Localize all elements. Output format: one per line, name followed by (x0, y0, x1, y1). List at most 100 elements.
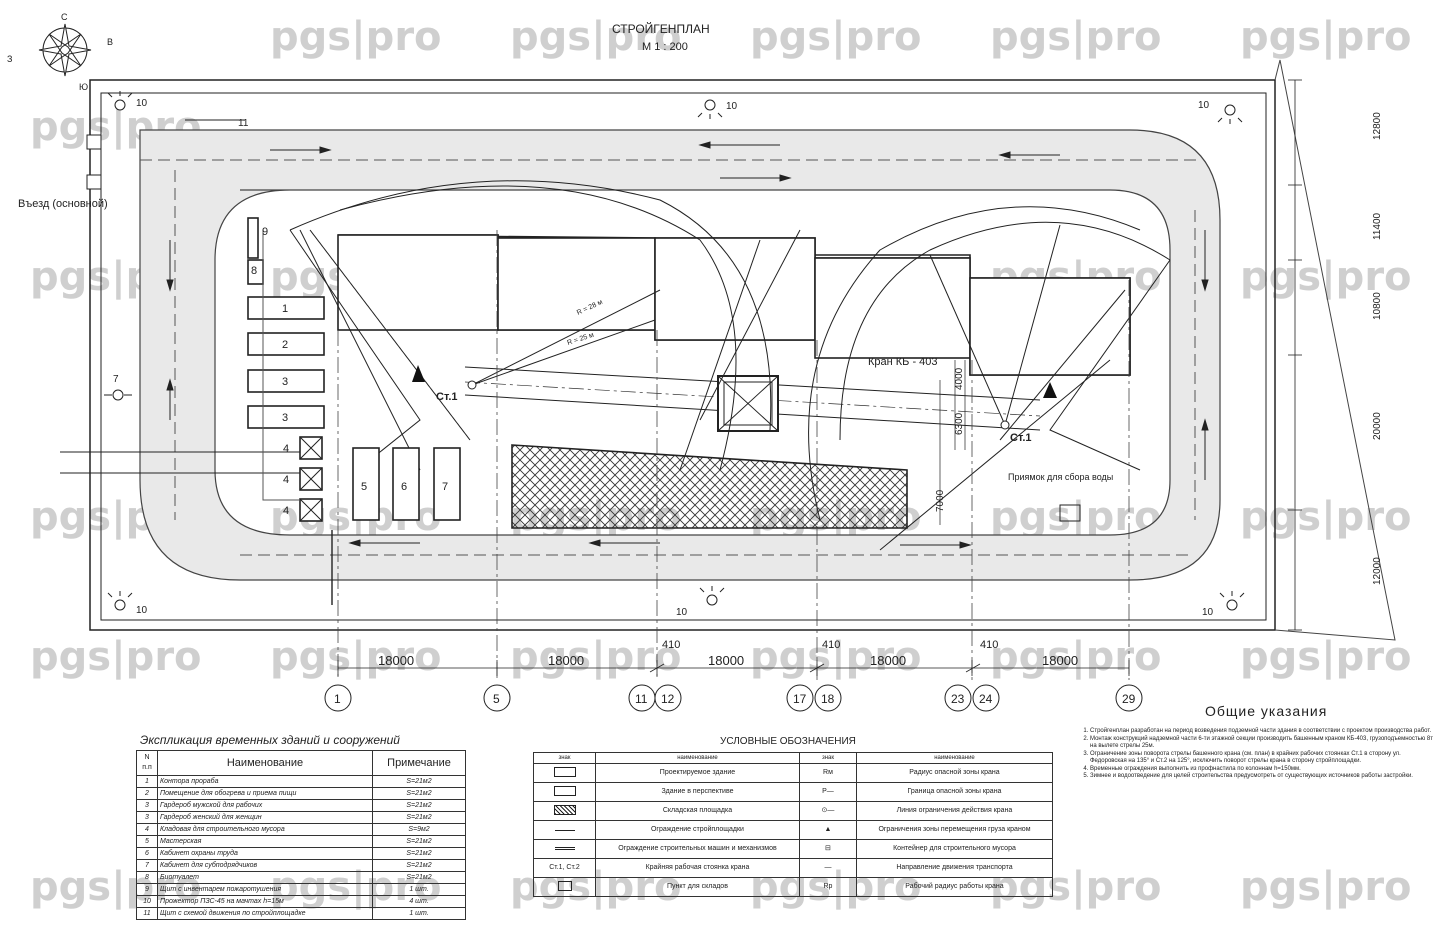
crane-station-1 (467, 380, 477, 390)
legend-cell: Крайняя рабочая стоянка крана (595, 858, 800, 878)
legend-symbol-icon (553, 766, 576, 777)
explication-cell: Биотуалет (157, 871, 373, 884)
legend-cell: Ограждение строительных машин и механизм… (595, 839, 800, 859)
explication-header-note: Примечание (372, 750, 466, 776)
temp-buildings (60, 217, 461, 522)
axis-bubble (1115, 684, 1143, 712)
traffic-arrows (166, 141, 1209, 549)
axis-label: 1 (334, 692, 341, 706)
crane-station-2 (1000, 420, 1010, 430)
explication-cell: 4 (136, 823, 158, 836)
watermark-text: pgs|pro (510, 634, 682, 681)
dimension-right: 20000 (1372, 412, 1383, 440)
axis-label: 11 (635, 692, 648, 706)
pit-label: Приямок для сбора воды (1008, 472, 1113, 482)
crane-radius-2: R = 25 м (566, 332, 595, 347)
legend-header-name: наименование (595, 752, 800, 764)
temp-building-1 (247, 296, 325, 320)
watermark-text: pgs|pro (750, 634, 922, 681)
dimension-line-right (1288, 79, 1302, 631)
legend-symbol-icon (554, 830, 575, 831)
explication-cell: 10 (136, 895, 158, 908)
legend-symbol: Ст.1, Ст.2 (533, 858, 596, 878)
explication-cell: Щит с схемой движения по стройплощадке (157, 907, 373, 920)
watermark-text: pgs|pro (270, 14, 442, 61)
explication-cell: 6 (136, 847, 158, 860)
legend-symbol-icon (553, 804, 576, 815)
legend-cell: Ограничения зоны перемещения груза крано… (855, 820, 1054, 840)
dimension-right: 10800 (1372, 292, 1383, 320)
axis-bubble (944, 684, 972, 712)
axis-label: 23 (951, 692, 965, 706)
legend-cell: Рабочий радиус работы крана (855, 877, 1054, 897)
crane-station-1-label: Ст.1 (436, 391, 458, 403)
watermark-text: pgs|pro (270, 634, 442, 681)
dimension-line-bottom (337, 660, 1130, 676)
temp-building-label: 3 (282, 376, 288, 388)
explication-title: Экспликация временных зданий и сооружени… (140, 733, 400, 747)
watermark-text: pgs|pro (990, 634, 1162, 681)
legend-symbol-icon (554, 847, 575, 850)
designed-building (337, 234, 1131, 376)
floodlight-icon (107, 591, 133, 611)
dimension-inner: 4000 (954, 367, 965, 390)
light-label-1: 10 (136, 98, 148, 109)
legend-header-sign: знак (533, 752, 596, 764)
compass-north: С (61, 12, 68, 22)
watermark-text: pgs|pro (990, 14, 1162, 61)
dimension-inner: 7000 (935, 489, 946, 512)
dimension-bottom: 18000 (378, 653, 414, 668)
explication-cell: S=21м2 (372, 847, 466, 860)
temp-building-label: 9 (262, 226, 268, 238)
explication-header-num: N п.п (136, 750, 158, 776)
floodlight-icon (697, 99, 723, 119)
explication-cell: 9 (136, 883, 158, 896)
legend-row: Складская площадка⊙—Линия ограничения де… (533, 801, 1054, 821)
note-item: Зимнее и водоотведение для целей строите… (1090, 773, 1435, 781)
boundary-extension (1274, 59, 1396, 641)
explication-cell: 7 (136, 859, 158, 872)
explication-cell: Помещение для обогрева и приема пищи (157, 787, 373, 800)
crane-label: Кран КБ - 403 (868, 356, 938, 368)
general-notes: Стройгенплан разработан на период возвед… (1080, 728, 1435, 781)
explication-cell: 3 (136, 811, 158, 824)
legend-header-name2: наименование (855, 752, 1054, 764)
watermark-text: pgs|pro (1240, 864, 1412, 911)
explication-cell: S=21м2 (372, 811, 466, 824)
watermark-text: pgs|pro (750, 14, 922, 61)
axis-bubble (324, 684, 352, 712)
legend-symbol (533, 763, 596, 783)
legend-cell: ⊟ (798, 839, 857, 859)
explication-cell: S=21м2 (372, 775, 466, 788)
temp-building-2 (247, 332, 325, 356)
explication-cell: 5 (136, 835, 158, 848)
explication-cell: 1 (136, 775, 158, 788)
explication-cell: 8 (136, 871, 158, 884)
light-label-3: 10 (1198, 100, 1210, 111)
watermark-text: pgs|pro (510, 14, 682, 61)
axis-bubble (654, 684, 682, 712)
legend-cell: — (798, 858, 857, 878)
explication-cell: 2 (136, 787, 158, 800)
dimension-small: 410 (662, 639, 680, 651)
notes-title: Общие указания (1205, 703, 1328, 719)
temp-building-3b (247, 405, 325, 429)
legend-cell: Контейнер для строительного мусора (855, 839, 1054, 859)
axis-bubble (814, 684, 842, 712)
legend-cell: P— (798, 782, 857, 802)
drawing-scale: М 1 : 200 (642, 41, 688, 53)
legend-row: Ограждение строительных машин и механизм… (533, 839, 1054, 859)
temp-building-label: 7 (442, 481, 448, 493)
dimension-right: 12800 (1372, 112, 1383, 140)
explication-cell: Щит с инвентарем пожаротушения (157, 883, 373, 896)
temp-building-9 (247, 217, 259, 259)
legend-cell: Ограждение стройплощадки (595, 820, 800, 840)
